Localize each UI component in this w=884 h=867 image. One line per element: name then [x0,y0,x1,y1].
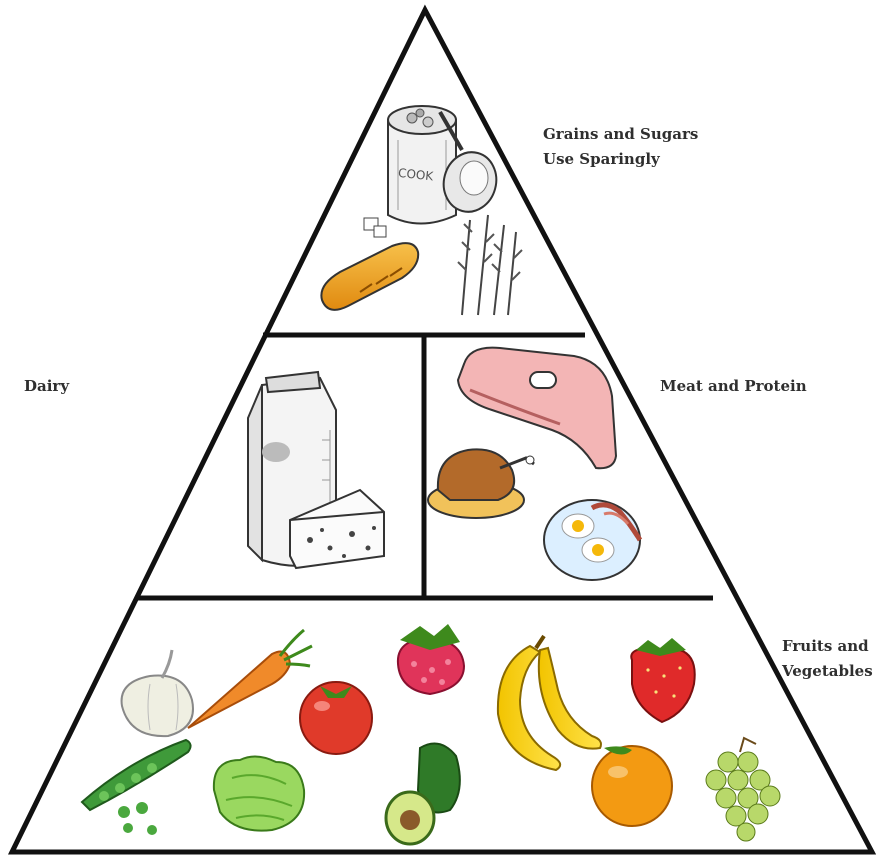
label-line: Meat and Protein [660,374,807,399]
avocado-icon [386,744,460,845]
label-line: Vegetables [782,659,873,684]
label-meat-and-protein: Meat and Protein [660,374,807,399]
label-line: Fruits and [782,634,873,659]
banana-icon [498,636,601,770]
wheat-stalks-icon [458,215,522,315]
lettuce-icon [214,756,304,830]
roast-chicken-icon [428,449,534,518]
grapes-icon [706,738,780,841]
label-grains-and-sugars: Grains and Sugars Use Sparingly [543,122,698,172]
label-line: Dairy [24,374,69,399]
carrot-icon [188,630,312,728]
label-line: Use Sparingly [543,147,698,172]
bread-loaf-icon [321,243,418,310]
garlic-icon [122,650,193,736]
raspberry-icon [398,624,464,694]
label-line: Grains and Sugars [543,122,698,147]
eggs-and-bacon-icon [544,500,640,580]
orange-icon [592,746,672,826]
sugar-cubes-icon [364,218,386,237]
strawberry-icon [631,638,694,722]
label-dairy: Dairy [24,374,69,399]
label-fruits-and-vegetables: Fruits and Vegetables [782,634,873,684]
pea-pod-icon [82,740,191,835]
tomato-icon [300,682,372,754]
